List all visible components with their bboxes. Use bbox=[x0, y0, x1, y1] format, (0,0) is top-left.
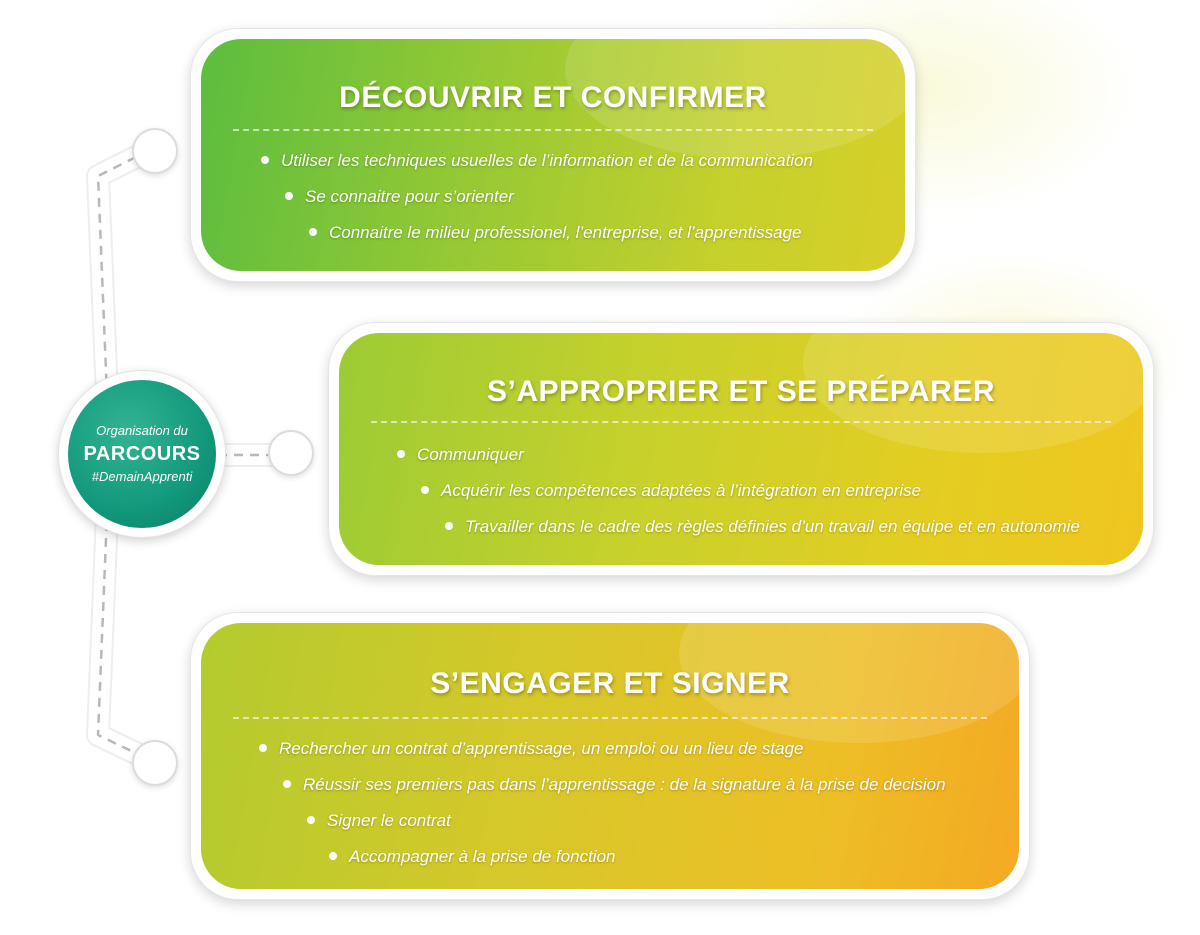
hub-title: PARCOURS bbox=[83, 443, 201, 465]
timeline-node-3 bbox=[132, 740, 178, 786]
card-title: S’APPROPRIER ET SE PRÉPARER bbox=[486, 375, 996, 408]
stage-card-commit: S’ENGAGER ET SIGNER Rechercher un contra… bbox=[190, 612, 1030, 900]
card-item: Réussir ses premiers pas dans l’apprenti… bbox=[283, 775, 946, 795]
card-item: Travailler dans le cadre des règles défi… bbox=[445, 517, 1080, 537]
card-item: Connaitre le milieu professionel, l’entr… bbox=[309, 223, 801, 243]
card-item: Accompagner à la prise de fonction bbox=[329, 847, 616, 867]
stage-card-prepare: S’APPROPRIER ET SE PRÉPARER Communiquer … bbox=[328, 322, 1154, 576]
card-body: S’ENGAGER ET SIGNER Rechercher un contra… bbox=[201, 623, 1019, 889]
card-divider bbox=[233, 717, 987, 719]
card-item: Utiliser les techniques usuelles de l’in… bbox=[261, 151, 813, 171]
card-body: DÉCOUVRIR ET CONFIRMER Utiliser les tech… bbox=[201, 39, 905, 271]
card-title: DÉCOUVRIR ET CONFIRMER bbox=[339, 81, 767, 114]
card-divider bbox=[371, 421, 1111, 423]
card-item: Signer le contrat bbox=[307, 811, 451, 831]
card-body: S’APPROPRIER ET SE PRÉPARER Communiquer … bbox=[339, 333, 1143, 565]
timeline-node-1 bbox=[132, 128, 178, 174]
card-item: Se connaitre pour s’orienter bbox=[285, 187, 514, 207]
hub-circle: Organisation du PARCOURS #DemainApprenti bbox=[68, 380, 216, 528]
hub-hashtag: #DemainApprenti bbox=[91, 469, 193, 484]
timeline-node-2 bbox=[268, 430, 314, 476]
hub-subtitle: Organisation du bbox=[96, 423, 188, 438]
card-item: Rechercher un contrat d’apprentissage, u… bbox=[259, 739, 804, 759]
card-divider bbox=[233, 129, 873, 131]
card-title: S’ENGAGER ET SIGNER bbox=[430, 667, 790, 700]
stage-card-discover: DÉCOUVRIR ET CONFIRMER Utiliser les tech… bbox=[190, 28, 916, 282]
card-item: Acquérir les compétences adaptées à l’in… bbox=[421, 481, 921, 501]
card-item: Communiquer bbox=[397, 445, 524, 465]
